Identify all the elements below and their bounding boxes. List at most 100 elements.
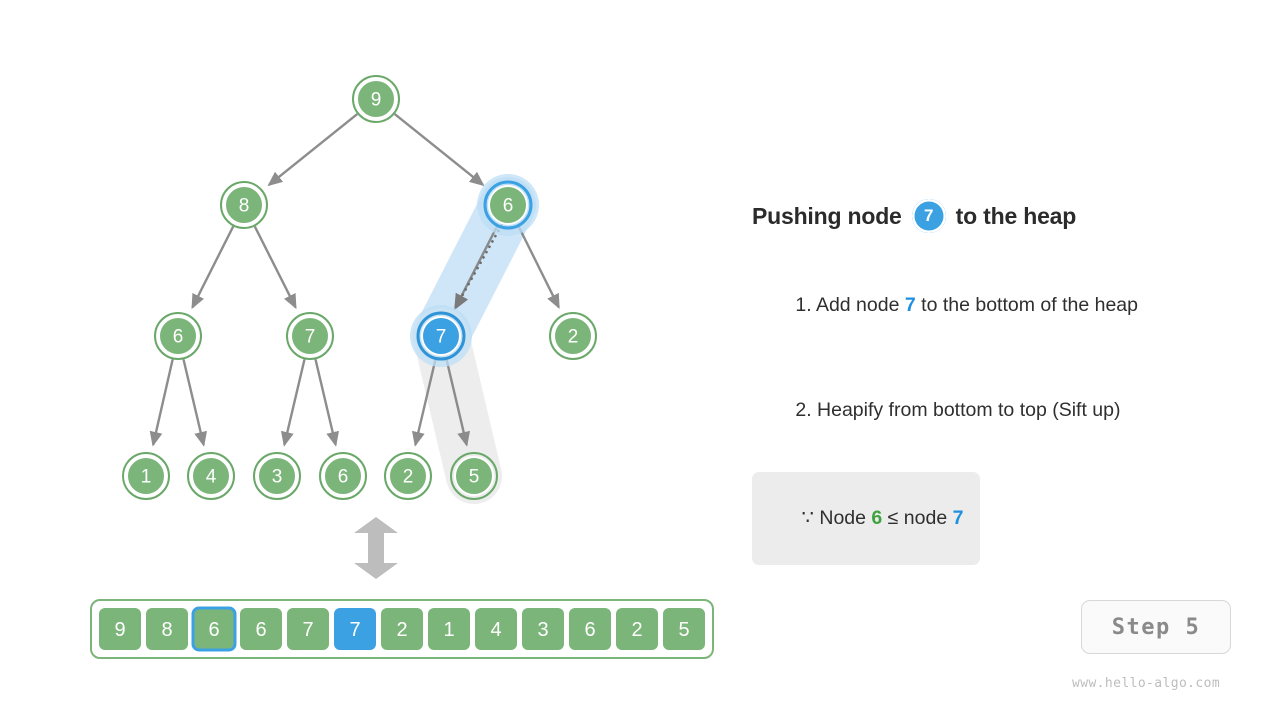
tree-node-7: 7 (410, 305, 472, 367)
tree-edge (281, 359, 306, 447)
node-label: 3 (272, 467, 283, 488)
node-fill (356, 79, 396, 119)
array-cell-value: 8 (161, 619, 172, 641)
node-label: 6 (338, 467, 349, 488)
reason-value-a: 6 (871, 506, 883, 529)
tree-node-6: 6 (319, 452, 367, 500)
array-cell-value: 2 (396, 619, 407, 641)
tree-node-4: 4 (187, 452, 235, 500)
node-fill (454, 456, 494, 496)
node-outer-ring (154, 312, 202, 360)
watermark: www.hello-algo.com (1072, 676, 1221, 691)
array-cell-value: 3 (537, 619, 548, 641)
step-1-value: 7 (904, 294, 916, 317)
array-cell-value: 1 (443, 619, 454, 641)
array-cell-value: 7 (349, 619, 360, 641)
array-cell-value: 5 (678, 619, 689, 641)
array-cell-box (569, 608, 611, 650)
array-cell: 7 (287, 608, 329, 650)
node-fill (488, 185, 528, 225)
page-title: Pushing node 7 to the heap (752, 196, 1222, 236)
tree-node-6: 6 (154, 312, 202, 360)
tree-edge (191, 225, 235, 310)
because-symbol: ∵ (801, 506, 814, 529)
reason-text-b: node (903, 506, 953, 529)
node-fill (421, 316, 461, 356)
step-item-1: 1. Add node 7 to the bottom of the heap (752, 266, 1222, 345)
array-cell-box (381, 608, 423, 650)
array-cell-box (146, 608, 188, 650)
node-fill (388, 456, 428, 496)
node-label: 2 (403, 467, 414, 488)
array-cell: 7 (334, 608, 376, 650)
node-label: 8 (239, 196, 250, 217)
array-cell: 5 (663, 608, 705, 650)
tree-node-7: 7 (286, 312, 334, 360)
swap-arrow-icon (354, 517, 398, 579)
node-outer-ring (253, 452, 301, 500)
node-label: 9 (371, 90, 382, 111)
array-cell-box (475, 608, 517, 650)
array-cell-box (240, 608, 282, 650)
node-fill (224, 185, 264, 225)
array-cell: 6 (240, 608, 282, 650)
step-2-prefix: 2. Heapify from bottom to top (Sift up) (795, 399, 1121, 422)
tree-nodes: 9 8 6 6 7 7 2 1 4 3 6 2 5 (122, 75, 597, 500)
array-cell: 4 (475, 608, 517, 650)
step-item-2: 2. Heapify from bottom to top (Sift up) (752, 371, 1222, 450)
node-label: 7 (305, 327, 316, 348)
tree-edge (314, 359, 339, 447)
node-outer-ring (384, 452, 432, 500)
title-node-badge: 7 (911, 199, 946, 233)
node-outer-ring (122, 452, 170, 500)
tree-node-6: 6 (477, 174, 539, 236)
array-cell-value: 2 (631, 619, 642, 641)
step-badge: Step 5 (1081, 600, 1231, 654)
swap-arrow-icon (354, 517, 398, 579)
node-fill (323, 456, 363, 496)
title-suffix: to the heap (955, 202, 1077, 229)
array-cell: 6 (191, 606, 237, 652)
tree-edge (517, 225, 560, 310)
reason-text-a: Node (813, 506, 872, 529)
array-cell-box (522, 608, 564, 650)
array-cell: 3 (522, 608, 564, 650)
array-cell: 9 (99, 608, 141, 650)
array-cell-box (616, 608, 658, 650)
tree-edge (393, 113, 485, 187)
explanation-panel: Pushing node 7 to the heap 1. Add node 7… (752, 196, 1222, 565)
node-outer-ring (220, 181, 268, 229)
array-cell-box (191, 606, 237, 652)
node-outer-ring (187, 452, 235, 500)
node-outer-ring (319, 452, 367, 500)
title-prefix: Pushing node (752, 202, 902, 229)
step-1-suffix: to the bottom of the heap (915, 294, 1138, 317)
array-cell-value: 6 (255, 619, 266, 641)
array-cell-box (428, 608, 470, 650)
node-fill (158, 316, 198, 356)
tree-node-2: 2 (384, 452, 432, 500)
array-cell: 6 (569, 608, 611, 650)
node-outer-ring (286, 312, 334, 360)
tree-node-2: 2 (549, 312, 597, 360)
array-cell: 1 (428, 608, 470, 650)
tree-node-1: 1 (122, 452, 170, 500)
array-cell-box (287, 608, 329, 650)
steps-list: 1. Add node 7 to the bottom of the heap … (752, 266, 1222, 450)
array-cell: 8 (146, 608, 188, 650)
node-label: 4 (206, 467, 217, 488)
node-fill (290, 316, 330, 356)
node-outer-ring (483, 180, 533, 230)
node-outer-ring (416, 311, 466, 361)
tree-edges (149, 113, 560, 447)
tree-edge (267, 113, 359, 187)
node-label: 6 (503, 196, 514, 217)
array-cell-value: 6 (584, 619, 595, 641)
array-cell-value: 7 (302, 619, 313, 641)
tree-node-3: 3 (253, 452, 301, 500)
node-label: 6 (173, 327, 184, 348)
node-label: 2 (568, 327, 579, 348)
array-cell-box (334, 608, 376, 650)
tree-node-5: 5 (450, 452, 498, 500)
